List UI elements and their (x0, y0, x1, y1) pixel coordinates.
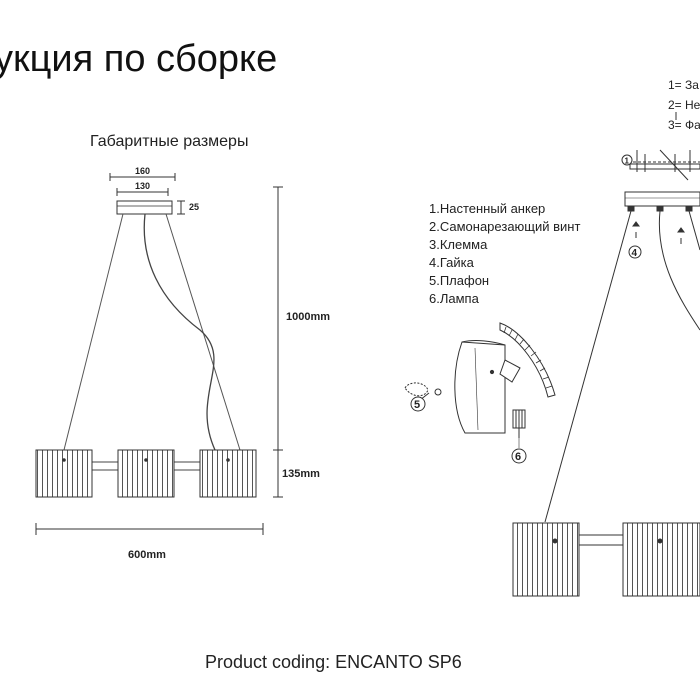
callout-5: 5 (410, 396, 426, 412)
canopy (116, 200, 173, 215)
dim-130-label: 130 (135, 181, 150, 191)
shade-exploded-view (404, 322, 556, 448)
dimension-drawing: 160 130 25 1000mm (35, 166, 330, 561)
dim-135 (273, 450, 283, 498)
callout-6-label: 6 (515, 451, 521, 463)
legend-item-lamp: 6.Лампа (429, 291, 479, 306)
product-coding: Product coding: ENCANTO SP6 (205, 652, 462, 672)
legend-item-screw: 2.Самонарезающий винт (429, 219, 581, 234)
dim-600 (35, 523, 264, 535)
lamp-bulb-icon (512, 409, 526, 448)
dim-25 (177, 200, 185, 215)
dim-600-label: 600mm (128, 549, 166, 561)
installed-frame-bar (574, 534, 626, 546)
legend-item-nut: 4.Гайка (429, 255, 474, 270)
mini-legend-item-1: 1= За (668, 78, 699, 92)
callout-4: 4 (628, 245, 642, 259)
suspension-wires (63, 213, 241, 451)
callout-6: 6 (511, 448, 527, 464)
shade-2 (117, 449, 175, 498)
callout-4-label: 4 (632, 248, 638, 259)
installed-shade-2 (622, 522, 700, 597)
dim-1000-label: 1000mm (286, 311, 330, 323)
shade-1 (35, 449, 93, 498)
page-title: укция по сборке (0, 38, 278, 80)
legend-item-terminal: 3.Клемма (429, 237, 488, 252)
dim-25-label: 25 (189, 202, 199, 212)
mini-legend-item-3: 3= Фа (668, 118, 700, 132)
callout-5-label: 5 (414, 399, 420, 411)
power-cord (143, 213, 216, 451)
installed-shade-1 (512, 522, 580, 597)
canopy-installed (624, 191, 700, 207)
dim-160 (109, 173, 176, 181)
dim-1000 (273, 186, 283, 451)
callout-1: 1 (621, 154, 633, 166)
installation-view (512, 149, 700, 597)
legend-item-shade: 5.Плафон (429, 273, 490, 288)
dim-160-label: 160 (135, 166, 150, 176)
mini-legend-item-2: 2= Не (668, 98, 700, 112)
shade-3 (199, 449, 257, 498)
legend-item-anchor: 1.Настенный анкер (429, 201, 546, 216)
callout-1-label: 1 (625, 157, 630, 166)
dimensions-heading: Габаритные размеры (90, 133, 249, 150)
dim-130 (116, 188, 169, 196)
dim-135-label: 135mm (282, 468, 320, 480)
